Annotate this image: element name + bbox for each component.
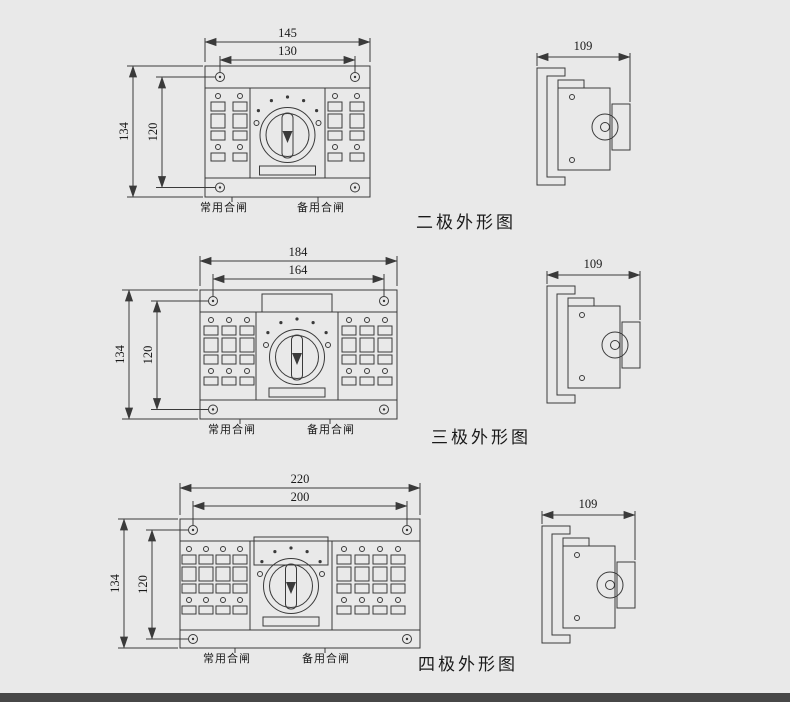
dim-height-inner: 120 — [141, 300, 208, 411]
breaker-column — [239, 317, 255, 386]
dim-height-outer: 134 — [117, 65, 203, 198]
diagram-three-pole: 184 164 134 120 常用合闸 备用合闸 109 三极外形图 — [113, 245, 640, 447]
dim-height-outer: 134 — [108, 518, 178, 649]
rotary-switch — [263, 316, 331, 398]
mounting-hole — [350, 182, 360, 193]
rotary-switch — [253, 94, 322, 176]
dim-value: 109 — [579, 497, 598, 511]
front-view-three-pole — [199, 289, 398, 424]
breaker-column — [354, 546, 370, 615]
mounting-hole — [350, 72, 360, 82]
caption-three-pole: 三极外形图 — [431, 428, 531, 447]
mounting-hole — [402, 525, 412, 535]
dim-value: 109 — [574, 39, 593, 53]
rotary-switch — [257, 545, 325, 627]
dim-width-inner: 164 — [212, 263, 385, 296]
dim-value: 134 — [117, 121, 131, 141]
dim-height-inner: 120 — [136, 529, 188, 640]
diagram-four-pole: 220 200 134 120 常用合闸 备用合闸 109 四极外形图 — [108, 472, 635, 674]
breaker-column — [210, 93, 226, 162]
dim-value: 200 — [291, 490, 310, 504]
mounting-hole — [379, 404, 389, 415]
switch-raised-block — [261, 293, 333, 313]
label-normal-close: 常用合闸 — [208, 422, 256, 436]
bottom-mounting-plate — [204, 177, 371, 198]
dim-value: 220 — [291, 472, 310, 486]
dim-width-inner: 200 — [192, 490, 408, 525]
top-mounting-plate — [204, 65, 371, 89]
dim-value: 120 — [141, 346, 155, 365]
breaker-column — [349, 93, 365, 162]
breaker-column — [327, 93, 343, 162]
mounting-hole — [208, 296, 218, 306]
dim-value: 120 — [136, 575, 150, 594]
dim-height-inner: 120 — [146, 76, 215, 189]
side-view-four-pole: 109 — [542, 497, 635, 643]
side-view-three-pole: 109 — [547, 257, 640, 403]
dim-value: 164 — [289, 263, 309, 277]
breaker-column — [359, 317, 375, 386]
side-view-two-pole: 109 — [537, 39, 630, 185]
breaker-column — [221, 317, 237, 386]
breaker-column — [181, 546, 197, 615]
top-mounting-plate — [179, 518, 421, 542]
breaker-column — [336, 546, 352, 615]
label-backup-close: 备用合闸 — [297, 200, 345, 214]
front-view-four-pole — [179, 518, 421, 653]
breaker-column — [377, 317, 393, 386]
mounting-hole — [188, 525, 198, 535]
mounting-hole — [208, 404, 218, 415]
mounting-hole — [402, 634, 412, 644]
footer-bar — [0, 693, 790, 702]
bottom-mounting-plate — [199, 399, 398, 420]
label-backup-close: 备用合闸 — [302, 651, 350, 665]
dim-value: 145 — [278, 26, 297, 40]
dim-width-outer: 220 — [179, 472, 421, 515]
breaker-column — [232, 546, 248, 615]
label-normal-close: 常用合闸 — [203, 651, 251, 665]
diagram-two-pole: 145 130 134 120 常用合闸 备用合闸 109 二极外形图 — [117, 26, 630, 232]
breaker-column — [341, 317, 357, 386]
mounting-hole — [379, 296, 389, 306]
breaker-column — [203, 317, 219, 386]
dim-value: 109 — [584, 257, 603, 271]
top-mounting-plate — [199, 289, 398, 313]
dim-width-outer: 184 — [199, 245, 398, 286]
mounting-hole — [188, 634, 198, 644]
bottom-mounting-plate — [179, 629, 421, 649]
caption-two-pole: 二极外形图 — [416, 213, 516, 232]
dim-width-outer: 145 — [204, 26, 371, 62]
dim-value: 120 — [146, 123, 160, 142]
label-backup-close: 备用合闸 — [307, 422, 355, 436]
label-normal-close: 常用合闸 — [200, 200, 248, 214]
side-profile — [542, 511, 635, 643]
dim-value: 184 — [289, 245, 309, 259]
side-profile — [537, 53, 630, 185]
mounting-hole — [215, 72, 225, 82]
front-view-two-pole — [204, 65, 371, 202]
dim-height-outer: 134 — [113, 289, 198, 420]
dim-width-inner: 130 — [219, 44, 356, 72]
dim-value: 130 — [278, 44, 297, 58]
dim-value: 134 — [113, 344, 127, 364]
side-profile — [547, 271, 640, 403]
breaker-column — [215, 546, 231, 615]
breaker-column — [198, 546, 214, 615]
dim-value: 134 — [108, 573, 122, 593]
caption-four-pole: 四极外形图 — [418, 655, 518, 674]
breaker-column — [390, 546, 406, 615]
breaker-column — [372, 546, 388, 615]
mounting-hole — [215, 182, 225, 193]
breaker-column — [232, 93, 248, 162]
